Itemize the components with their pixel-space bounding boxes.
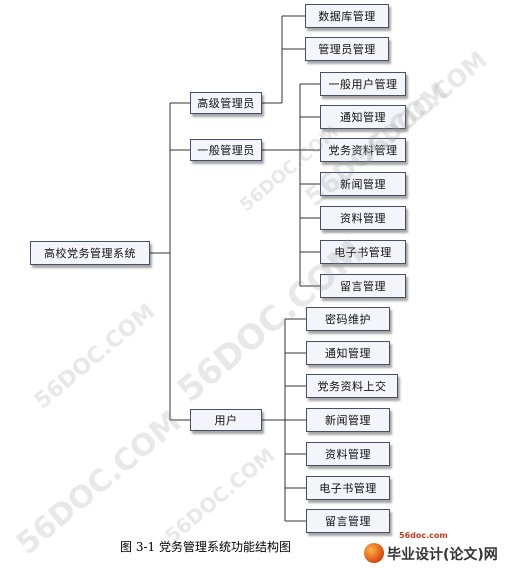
general-admin-child: 新闻管理 <box>320 172 406 196</box>
general-admin-child: 一般用户管理 <box>320 72 406 96</box>
user-child: 资料管理 <box>306 442 390 466</box>
senior-admin-child: 数据库管理 <box>305 4 389 28</box>
general-admin-child: 留言管理 <box>320 274 406 298</box>
level1-senior-admin: 高级管理员 <box>190 92 262 114</box>
site-url: 56doc.com <box>399 531 448 540</box>
general-admin-child: 党务资料管理 <box>320 138 406 162</box>
user-child: 密码维护 <box>306 307 390 331</box>
figure-caption: 图 3-1 党务管理系统功能结构图 <box>120 540 291 554</box>
site-logo-icon <box>364 543 384 563</box>
site-logo-text: 毕业设计(论文)网 <box>387 547 498 563</box>
level1-general-admin: 一般管理员 <box>190 139 262 161</box>
senior-admin-child: 管理员管理 <box>305 37 389 61</box>
user-child: 党务资料上交 <box>306 374 398 398</box>
user-child: 留言管理 <box>306 509 390 533</box>
user-child: 电子书管理 <box>306 476 390 500</box>
general-admin-child: 通知管理 <box>320 105 406 129</box>
user-child: 新闻管理 <box>306 408 390 432</box>
general-admin-child: 资料管理 <box>320 206 406 230</box>
level1-user: 用户 <box>190 409 262 431</box>
general-admin-child: 电子书管理 <box>320 240 406 264</box>
root-node: 高校党务管理系统 <box>30 241 150 265</box>
user-child: 通知管理 <box>306 341 390 365</box>
